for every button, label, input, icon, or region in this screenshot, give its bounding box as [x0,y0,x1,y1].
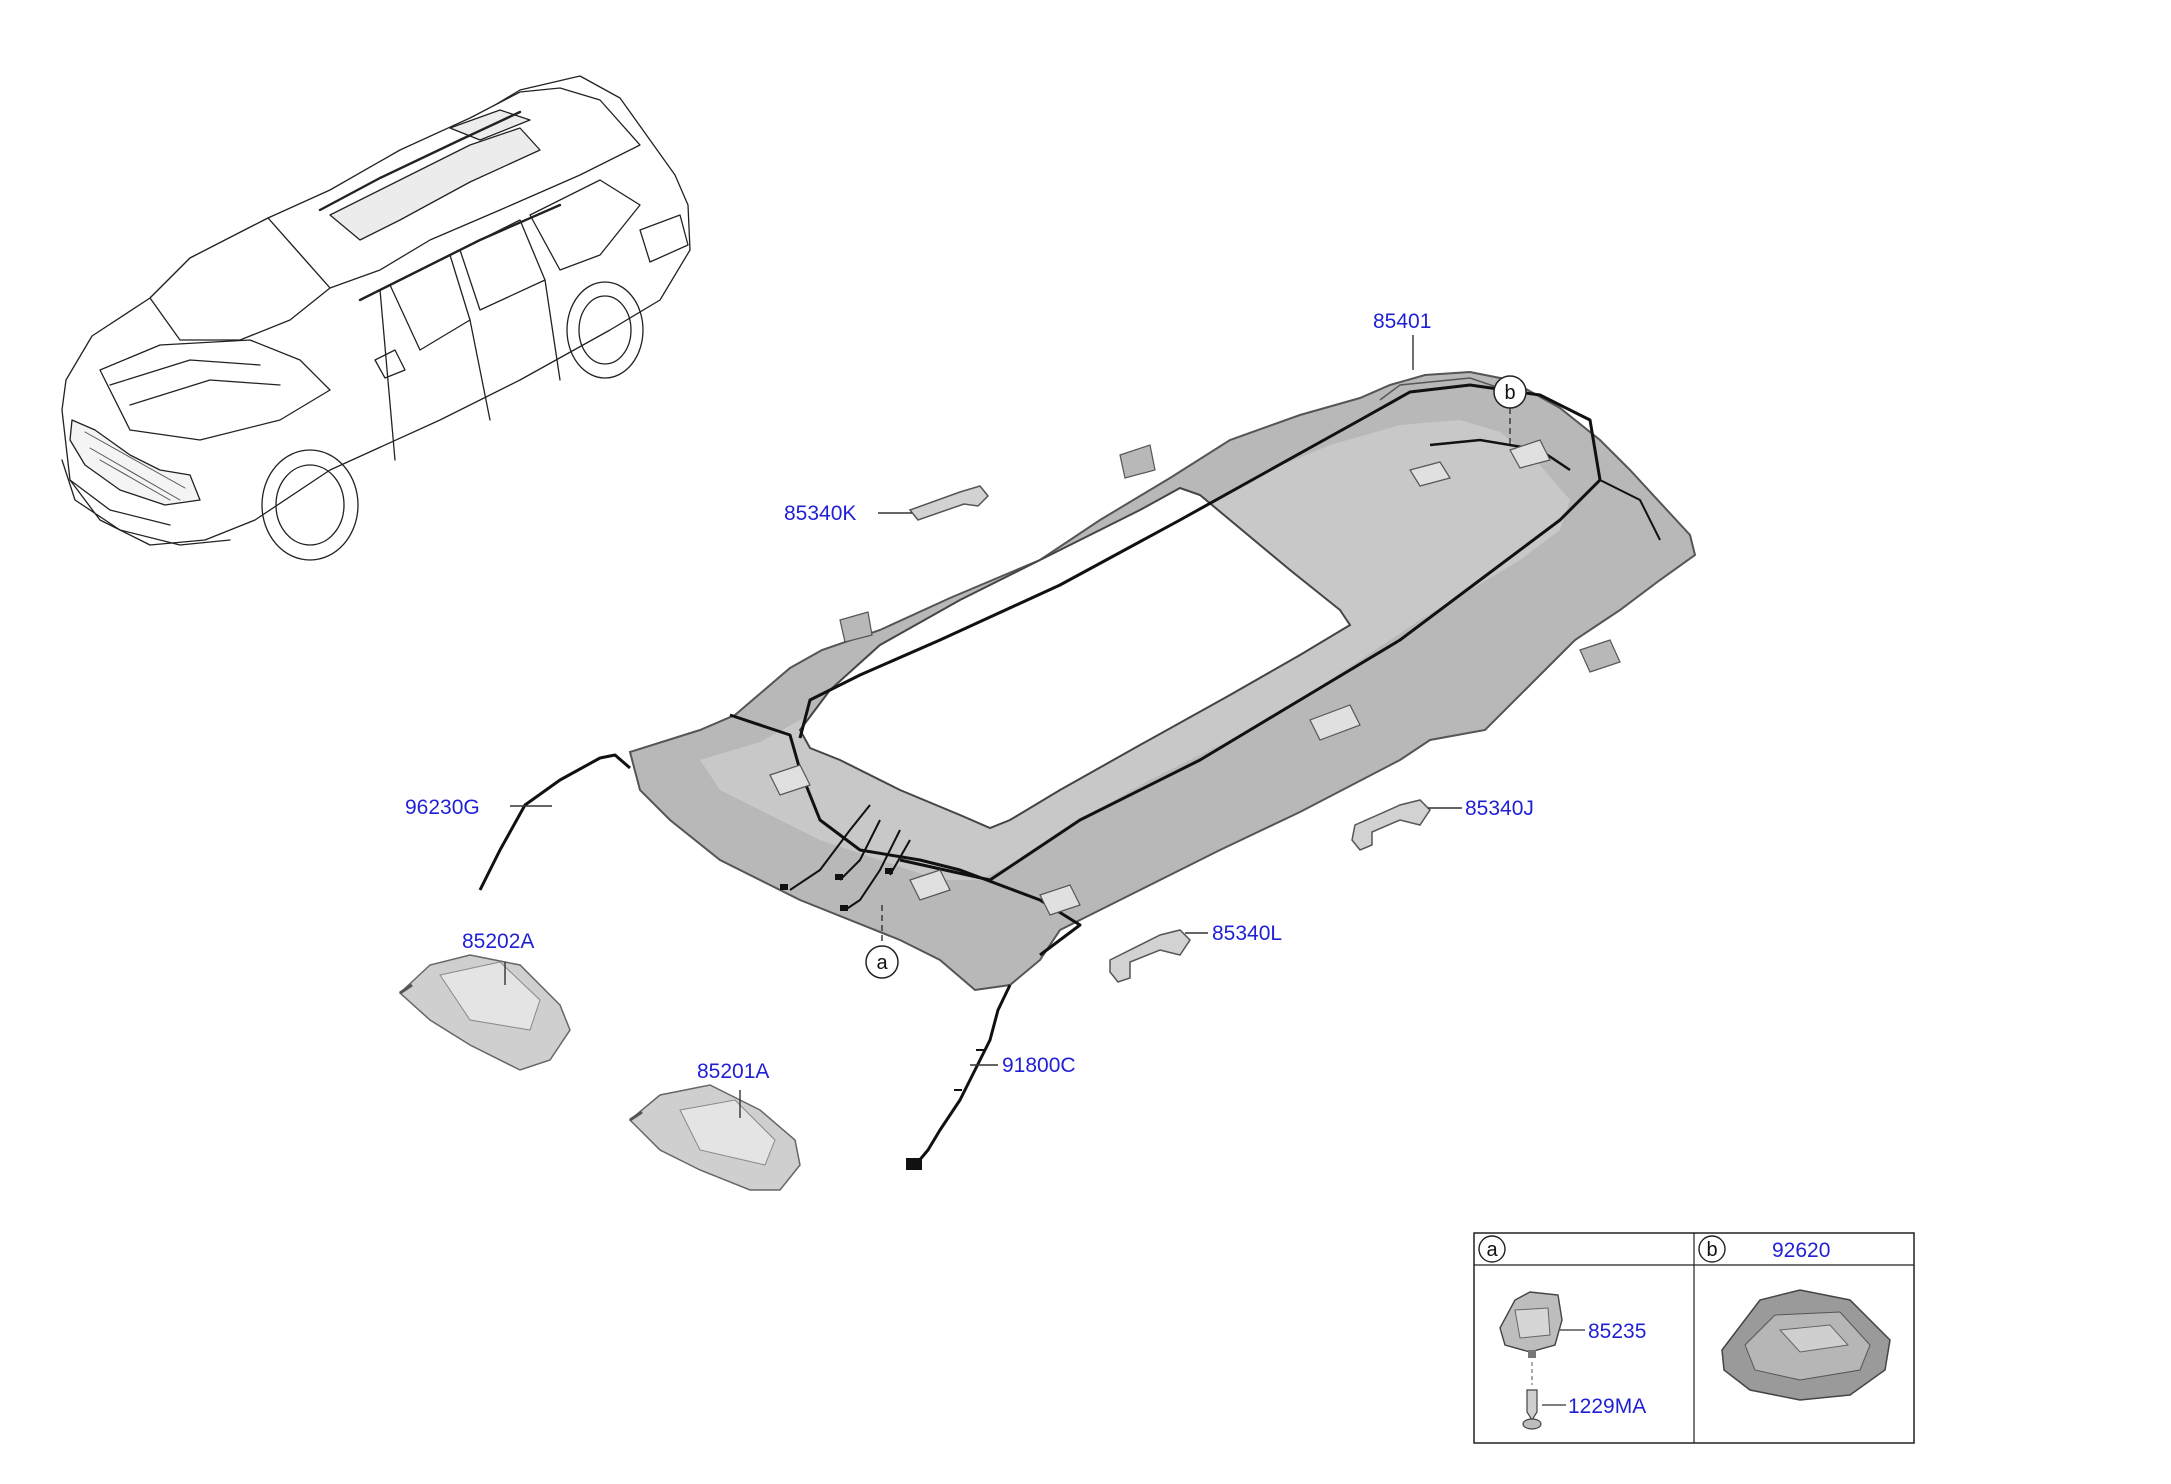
sun-visor-85201a[interactable] [628,1084,801,1191]
label-96230g[interactable]: 96230G [405,796,480,819]
vehicle-outline-image [61,75,691,561]
assist-handle-85340l[interactable] [1109,929,1191,983]
label-85201a[interactable]: 85201A [697,1060,769,1083]
svg-text:b: b [1504,382,1515,404]
svg-text:85401: 85401 [1373,310,1431,333]
leader-lines [504,335,1511,1118]
wiring-91800c-clips [954,1049,985,1091]
svg-text:b: b [1706,1239,1717,1261]
svg-text:a: a [876,952,888,974]
assist-handle-85340j[interactable] [1351,799,1431,851]
label-85401[interactable]: 85401 [1373,310,1431,333]
legend-label-92620[interactable]: 92620 [1772,1239,1830,1262]
screw-1229ma-image [1522,1362,1542,1430]
legend-label-1229ma[interactable]: 1229MA [1568,1395,1646,1418]
lamp-bracket-85235-image [1499,1291,1563,1358]
room-lamp-92620-image[interactable] [1721,1289,1891,1401]
svg-text:85202A: 85202A [462,930,534,953]
svg-text:92620: 92620 [1772,1239,1830,1262]
headlining-panel[interactable] [628,370,1697,992]
svg-text:91800C: 91800C [1002,1054,1076,1077]
svg-text:85201A: 85201A [697,1060,769,1083]
svg-text:a: a [1486,1239,1498,1261]
wiring-91800c-connector [906,1158,922,1170]
assist-handle-85340k[interactable] [908,485,990,521]
svg-text:85340J: 85340J [1465,797,1534,820]
callout-a[interactable]: a [865,945,899,979]
callout-b[interactable]: b [1493,375,1527,409]
svg-text:1229MA: 1229MA [1568,1395,1646,1418]
legend-callout-b: b [1698,1235,1726,1263]
label-91800c[interactable]: 91800C [1002,1054,1076,1077]
legend-label-85235[interactable]: 85235 [1588,1320,1646,1343]
legend-callout-a: a [1478,1235,1506,1263]
svg-text:96230G: 96230G [405,796,480,819]
label-85340k[interactable]: 85340K [784,502,856,525]
svg-text:85235: 85235 [1588,1320,1646,1343]
wiring-96230g-harness[interactable] [478,753,631,891]
label-85202a[interactable]: 85202A [462,930,534,953]
label-85340l[interactable]: 85340L [1212,922,1282,945]
legend-table: a b 92620 85235 1229MA [1473,1232,1915,1444]
svg-text:85340L: 85340L [1212,922,1282,945]
wiring-91800c-harness[interactable] [916,984,1012,1163]
svg-text:85340K: 85340K [784,502,856,525]
sun-visor-85202a[interactable] [398,954,571,1071]
label-85340j[interactable]: 85340J [1465,797,1534,820]
